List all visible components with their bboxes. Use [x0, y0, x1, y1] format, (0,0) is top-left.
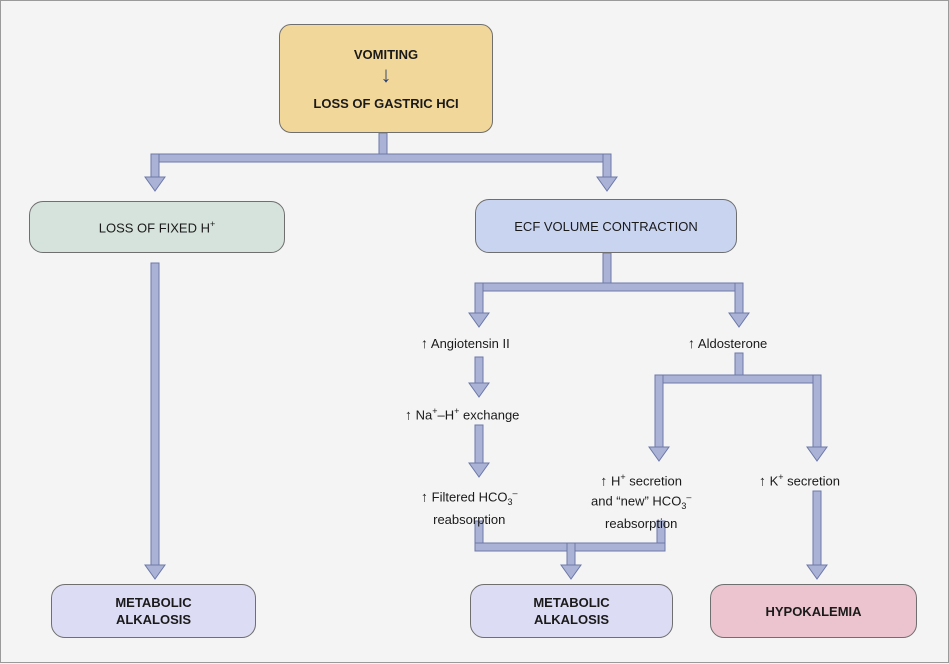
aldosterone-label: ↑ Aldosterone — [688, 335, 768, 351]
connector-pipe — [812, 490, 822, 568]
loss-of-fixed-h-box: LOSS OF FIXED H+ — [29, 201, 285, 253]
up-arrow-icon: ↑ — [600, 472, 608, 489]
vomiting-box: VOMITING ↓ LOSS OF GASTRIC HCI — [279, 24, 493, 133]
up-arrow-icon: ↑ — [405, 406, 412, 423]
connector-pipe — [602, 153, 612, 180]
down-arrow-icon: ↓ — [380, 61, 392, 87]
na-h-exchange-label: ↑ Na+–H+ exchange — [405, 406, 520, 423]
hypokalemia-label: HYPOKALEMIA — [765, 603, 862, 619]
alkalosis-label: ALKALOSIS — [115, 612, 192, 627]
arrowhead — [144, 564, 166, 580]
metabolic-alkalosis-box-left: METABOLIC ALKALOSIS — [51, 584, 256, 638]
ecf-volume-contraction-box: ECF VOLUME CONTRACTION — [475, 199, 737, 253]
arrowhead — [806, 446, 828, 462]
filtered-hco3-reabsorption-label: ↑ Filtered HCO3– reabsorption — [421, 488, 518, 527]
connector-pipe — [658, 374, 818, 384]
arrowhead — [468, 382, 490, 398]
arrowhead — [468, 462, 490, 478]
loss-of-fixed-h-label: LOSS OF FIXED H+ — [98, 218, 216, 236]
metabolic-alkalosis-box-center: METABOLIC ALKALOSIS — [470, 584, 673, 638]
connector-pipe — [150, 262, 160, 568]
k-secretion-label: ↑ K+ secretion — [759, 472, 840, 489]
arrowhead — [468, 312, 490, 328]
connector-pipe — [474, 282, 484, 316]
up-arrow-icon: ↑ — [688, 335, 695, 351]
vomiting-label: VOMITING — [353, 46, 419, 62]
connector-pipe — [602, 252, 612, 288]
connector-pipe — [654, 374, 664, 450]
arrowhead — [728, 312, 750, 328]
connector-pipe — [474, 424, 484, 466]
arrowhead — [596, 176, 618, 192]
angiotensin-ii-label: ↑ Angiotensin II — [421, 335, 510, 351]
connector-pipe — [154, 153, 608, 163]
connector-pipe — [566, 542, 576, 568]
metabolic-label: METABOLIC — [533, 595, 610, 610]
connector-pipe — [734, 282, 744, 316]
connector-pipe — [150, 153, 160, 180]
up-arrow-icon: ↑ — [759, 472, 766, 489]
up-arrow-icon: ↑ — [421, 488, 428, 505]
h-secretion-label: ↑ H+ secretion and “new” HCO3– reabsorpt… — [591, 472, 692, 532]
alkalosis-label: ALKALOSIS — [533, 612, 610, 627]
arrowhead — [144, 176, 166, 192]
connector-pipe — [474, 356, 484, 386]
connector-pipe — [478, 282, 740, 292]
ecf-volume-contraction-label: ECF VOLUME CONTRACTION — [514, 218, 698, 234]
arrowhead — [648, 446, 670, 462]
loss-of-gastric-hcl-label: LOSS OF GASTRIC HCI — [313, 95, 459, 111]
connector-pipe — [812, 374, 822, 450]
up-arrow-icon: ↑ — [421, 335, 428, 351]
arrowhead — [560, 564, 582, 580]
arrowhead — [806, 564, 828, 580]
metabolic-label: METABOLIC — [115, 595, 192, 610]
hypokalemia-box: HYPOKALEMIA — [710, 584, 917, 638]
